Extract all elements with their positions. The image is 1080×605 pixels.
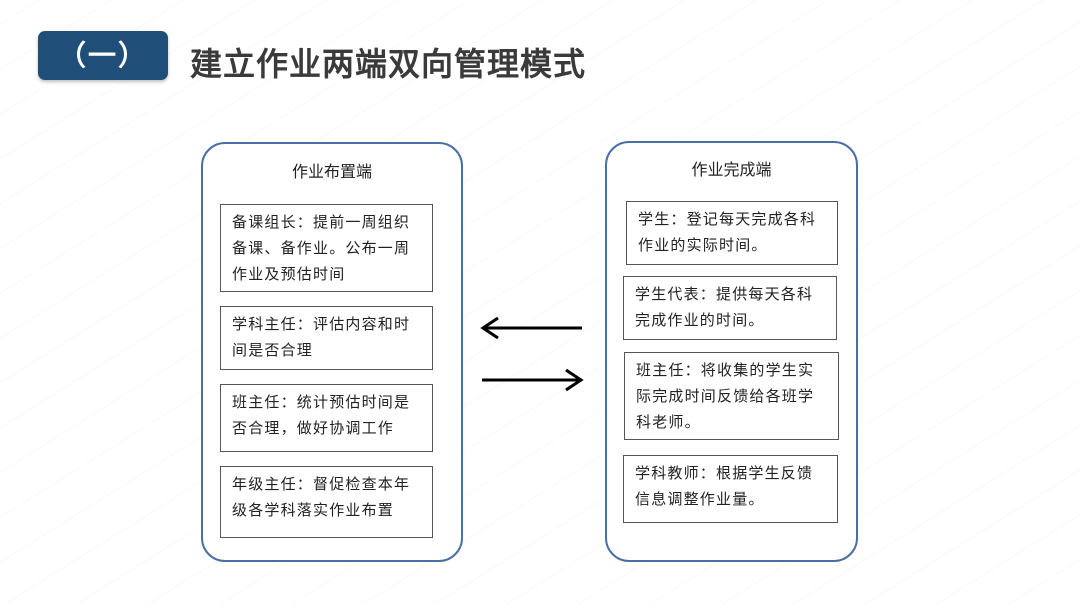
right-item-4: 学科教师：根据学生反馈信息调整作业量。 — [623, 455, 838, 523]
left-item-2: 学科主任：评估内容和时间是否合理 — [220, 306, 433, 370]
left-item-3: 班主任：统计预估时间是否合理，做好协调工作 — [220, 384, 433, 452]
assignment-panel-title: 作业布置端 — [291, 162, 372, 181]
right-item-3: 班主任：将收集的学生实际完成时间反馈给各班学科老师。 — [624, 352, 839, 440]
right-item-1: 学生：登记每天完成各科作业的实际时间。 — [626, 201, 838, 265]
arrow-right-icon — [482, 368, 584, 392]
page-title: 建立作业两端双向管理模式 — [190, 45, 587, 83]
completion-panel-title: 作业完成端 — [691, 160, 772, 179]
left-item-1: 备课组长：提前一周组织备课、备作业。公布一周作业及预估时间 — [220, 204, 433, 292]
arrow-left-icon — [480, 316, 582, 340]
left-item-4: 年级主任：督促检查本年级各学科落实作业布置 — [220, 466, 433, 538]
section-badge: （一） — [38, 31, 168, 80]
right-item-2: 学生代表：提供每天各科完成作业的时间。 — [623, 276, 837, 340]
